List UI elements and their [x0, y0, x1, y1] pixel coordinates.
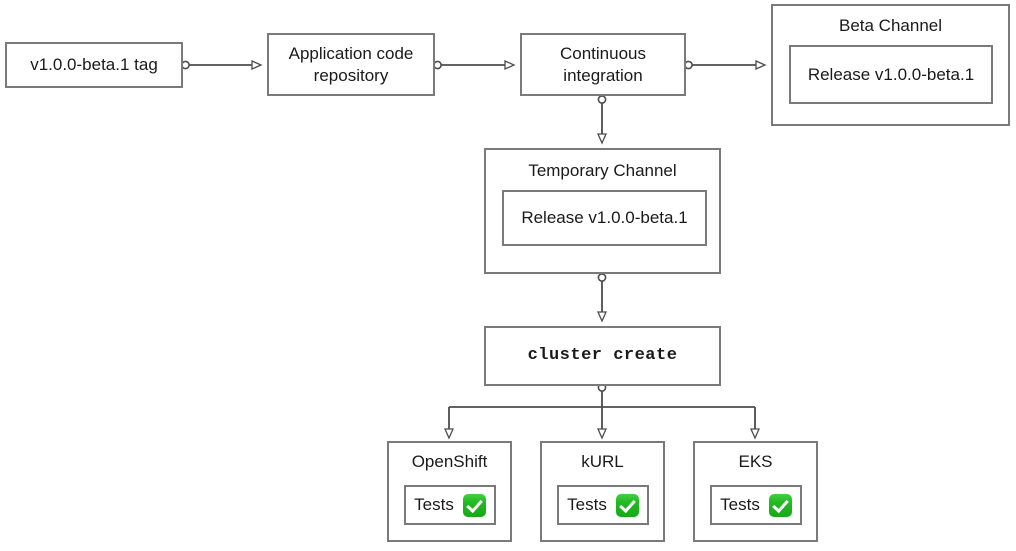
node-temporary-channel[interactable]: Temporary Channel Release v1.0.0-beta.1	[484, 148, 721, 274]
node-openshift[interactable]: OpenShift Tests	[387, 441, 512, 542]
node-temporary-channel-release-label: Release v1.0.0-beta.1	[521, 208, 688, 228]
node-openshift-tests[interactable]: Tests	[404, 485, 496, 525]
node-kurl[interactable]: kURL Tests	[540, 441, 665, 542]
node-kurl-tests-label: Tests	[567, 495, 607, 515]
node-openshift-title: OpenShift	[411, 452, 488, 471]
edge-source-dot-ci-bottom	[597, 95, 607, 104]
node-tag-label: v1.0.0-beta.1 tag	[30, 55, 158, 75]
node-eks[interactable]: EKS Tests	[693, 441, 818, 542]
node-eks-tests-label: Tests	[720, 495, 760, 515]
node-application-code-repository-label: Application code repository	[288, 44, 414, 85]
check-mark-green-icon	[615, 493, 639, 517]
check-mark-green-icon	[462, 493, 486, 517]
node-application-code-repository[interactable]: Application code repository	[267, 33, 435, 96]
node-cluster-create-label: cluster create	[527, 346, 678, 366]
check-mark-green-icon	[768, 493, 792, 517]
node-continuous-integration-label: Continuous integration	[559, 44, 646, 85]
node-continuous-integration[interactable]: Continuous integration	[520, 33, 686, 96]
node-beta-channel-release-label: Release v1.0.0-beta.1	[807, 64, 975, 84]
node-beta-channel-title: Beta Channel	[838, 16, 943, 35]
node-openshift-tests-label: Tests	[414, 495, 454, 515]
node-beta-channel-release[interactable]: Release v1.0.0-beta.1	[789, 45, 993, 104]
node-tag[interactable]: v1.0.0-beta.1 tag	[5, 42, 183, 88]
node-temporary-channel-title: Temporary Channel	[528, 161, 677, 180]
node-cluster-create[interactable]: cluster create	[484, 326, 721, 386]
edge-source-dot-temporary-channel	[597, 273, 607, 282]
node-temporary-channel-release[interactable]: Release v1.0.0-beta.1	[502, 190, 707, 246]
node-kurl-title: kURL	[581, 452, 624, 471]
node-kurl-tests[interactable]: Tests	[557, 485, 649, 525]
node-eks-tests[interactable]: Tests	[710, 485, 802, 525]
node-beta-channel[interactable]: Beta Channel Release v1.0.0-beta.1	[771, 4, 1010, 126]
node-eks-title: EKS	[738, 452, 773, 471]
